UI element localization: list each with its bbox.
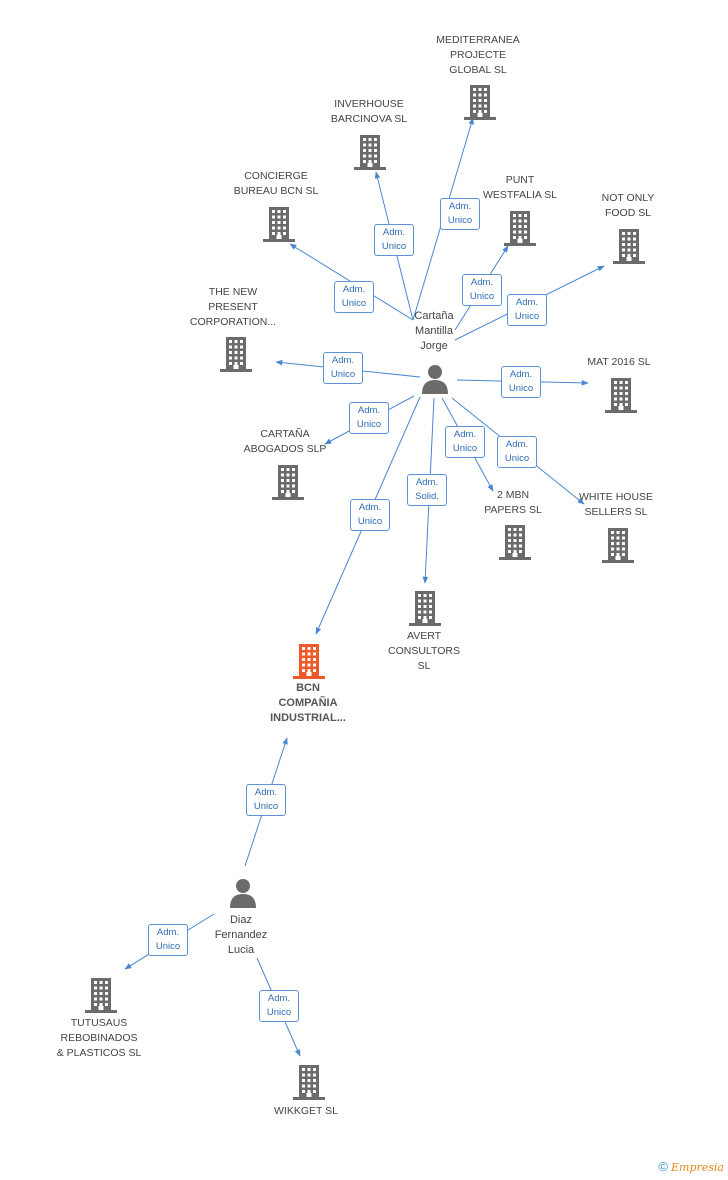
- edge-label-cartana-inverhouse[interactable]: Adm. Unico: [374, 224, 414, 256]
- person-icon[interactable]: [422, 365, 448, 394]
- edge-label-cartana-punt[interactable]: Adm. Unico: [462, 274, 502, 306]
- building-icon[interactable]: [85, 978, 117, 1013]
- building-icon[interactable]: [293, 1065, 325, 1100]
- company-label-concierge[interactable]: CONCIERGE BUREAU BCN SL: [233, 170, 319, 197]
- person-icon[interactable]: [230, 879, 256, 908]
- company-label-mat2016[interactable]: MAT 2016 SL: [587, 355, 651, 368]
- edge-label-cartana-thenew[interactable]: Adm. Unico: [323, 352, 363, 384]
- building-icon[interactable]: [504, 211, 536, 246]
- company-label-notonly[interactable]: NOT ONLY FOOD SL: [601, 192, 655, 219]
- building-icon[interactable]: [220, 337, 252, 372]
- building-icon[interactable]: [464, 85, 496, 120]
- edge-label-diaz-tutusaus[interactable]: Adm. Unico: [148, 924, 188, 956]
- company-label-mediterranea[interactable]: MEDITERRANEA PROJECTE GLOBAL SL: [436, 33, 520, 76]
- building-icon[interactable]: [499, 525, 531, 560]
- edge-label-cartana-avert[interactable]: Adm. Solid.: [407, 474, 447, 506]
- edge-label-diaz-bcn[interactable]: Adm. Unico: [246, 784, 286, 816]
- company-label-thenew[interactable]: THE NEW PRESENT CORPORATION...: [189, 285, 277, 328]
- copyright-icon: ©: [658, 1159, 668, 1174]
- company-label-whitehouse[interactable]: WHITE HOUSE SELLERS SL: [578, 491, 654, 518]
- footer-credit: ©Empresia: [658, 1159, 724, 1174]
- edge-label-cartana-concierge[interactable]: Adm. Unico: [334, 281, 374, 313]
- company-label-bcn[interactable]: BCN COMPAÑIA INDUSTRIAL...: [270, 681, 346, 724]
- company-label-avert[interactable]: AVERT CONSULTORS SL: [388, 629, 460, 672]
- person-label-cartana[interactable]: Cartaña Mantilla Jorge: [414, 309, 454, 352]
- edge-label-cartana-notonly[interactable]: Adm. Unico: [507, 294, 547, 326]
- company-label-tutusaus[interactable]: TUTUSAUS REBOBINADOS & PLASTICOS SL: [56, 1016, 142, 1059]
- focus-building-icon[interactable]: [293, 644, 325, 679]
- edge-label-cartana-whitehouse[interactable]: Adm. Unico: [497, 436, 537, 468]
- edge-label-cartana-cartana_abog[interactable]: Adm. Unico: [349, 402, 389, 434]
- brand-logo[interactable]: Empresia: [671, 1161, 724, 1174]
- edge-label-cartana-mbn[interactable]: Adm. Unico: [445, 426, 485, 458]
- building-icon[interactable]: [272, 465, 304, 500]
- building-icon[interactable]: [605, 378, 637, 413]
- building-icon[interactable]: [263, 207, 295, 242]
- company-label-mbn[interactable]: 2 MBN PAPERS SL: [484, 489, 542, 516]
- company-label-punt[interactable]: PUNT WESTFALIA SL: [482, 174, 558, 201]
- edge-label-cartana-bcn[interactable]: Adm. Unico: [350, 499, 390, 531]
- building-icon[interactable]: [354, 135, 386, 170]
- person-label-diaz[interactable]: Diaz Fernandez Lucia: [214, 913, 268, 956]
- company-label-wikkget[interactable]: WIKKGET SL: [274, 1104, 338, 1117]
- building-icon[interactable]: [409, 591, 441, 626]
- edge-label-diaz-wikkget[interactable]: Adm. Unico: [259, 990, 299, 1022]
- edge-label-cartana-mediterranea[interactable]: Adm. Unico: [440, 198, 480, 230]
- company-label-cartana_abog[interactable]: CARTAÑA ABOGADOS SLP: [243, 428, 327, 455]
- building-icon[interactable]: [602, 528, 634, 563]
- company-label-inverhouse[interactable]: INVERHOUSE BARCINOVA SL: [330, 98, 408, 125]
- edge-label-cartana-mat2016[interactable]: Adm. Unico: [501, 366, 541, 398]
- building-icon[interactable]: [613, 229, 645, 264]
